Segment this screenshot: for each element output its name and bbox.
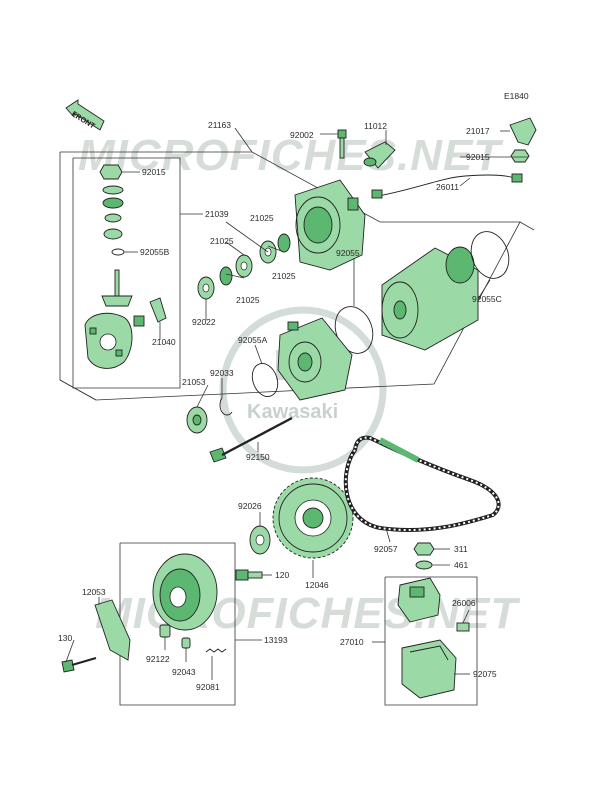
label-92055C: 92055C (472, 294, 502, 304)
label-21017: 21017 (466, 126, 490, 136)
part-21053-oil-seal (186, 406, 208, 434)
part-130-bolt (61, 657, 97, 673)
label-311: 311 (454, 544, 468, 554)
leader-lines (65, 127, 529, 680)
part-starter-yoke (381, 246, 479, 351)
label-11012: 11012 (364, 121, 387, 131)
label-92122: 92122 (146, 654, 170, 664)
label-21039: 21039 (205, 209, 229, 219)
part-92150-through-bolt (209, 416, 293, 463)
label-21025-c: 21025 (272, 271, 296, 281)
part-92055A-oring (251, 363, 279, 397)
label-92075: 92075 (473, 669, 497, 679)
label-92043: 92043 (172, 667, 196, 677)
label-92022: 92022 (192, 317, 216, 327)
part-26006-fuse (456, 622, 470, 632)
brush-assembly-outline (72, 157, 181, 389)
part-starter-front-cover (277, 317, 353, 401)
part-21040-brush-holder (133, 297, 167, 327)
part-12046-sprocket (272, 477, 354, 559)
label-92057: 92057 (374, 544, 398, 554)
label-21025-d: 21025 (236, 295, 260, 305)
label-120: 120 (275, 570, 289, 580)
part-brush-plate (84, 312, 133, 369)
part-92026-washer (249, 525, 271, 555)
part-starter-rear-cover (294, 179, 366, 271)
part-120-bolt (235, 569, 263, 581)
label-92055A: 92055A (238, 335, 268, 345)
label-92055B: 92055B (140, 247, 170, 257)
part-92081-spring (205, 648, 227, 653)
label-26006: 26006 (452, 598, 476, 608)
part-11012-terminal-cap (363, 141, 396, 169)
part-starter-relay (397, 577, 441, 623)
part-311-nut (413, 542, 435, 556)
label-461: 461 (454, 560, 468, 570)
part-92122-roller (159, 624, 171, 638)
part-92055C-oring (470, 231, 510, 279)
part-starter-clutch (152, 553, 218, 631)
label-92150: 92150 (246, 452, 270, 462)
part-92057-drive-chain (343, 435, 501, 532)
page-code: E1840 (504, 91, 529, 101)
label-130: 130 (58, 633, 72, 643)
label-92015-top: 92015 (466, 152, 490, 162)
label-92081: 92081 (196, 682, 220, 692)
part-labels: 21163 92002 11012 21017 92015 26011 9201… (58, 120, 502, 692)
label-12046: 12046 (305, 580, 329, 590)
label-92026: 92026 (238, 501, 262, 511)
part-461-washer (415, 560, 433, 570)
label-26011: 26011 (436, 182, 459, 192)
front-arrow: FRONT (65, 99, 105, 131)
label-92033: 92033 (210, 368, 234, 378)
part-92055B-oring (111, 248, 125, 256)
part-92033-circlip (219, 397, 233, 416)
part-92022-washer (197, 276, 215, 300)
part-12053-chain-guide (94, 599, 131, 661)
label-92015-left: 92015 (142, 167, 166, 177)
label-92055: 92055 (336, 248, 360, 258)
part-washer-stack (102, 185, 124, 240)
part-92015-nut-left (99, 164, 123, 180)
label-21053: 21053 (182, 377, 206, 387)
label-21025-a: 21025 (250, 213, 274, 223)
part-26011-starter-cable (371, 173, 523, 199)
starter-relay-outline (384, 576, 478, 706)
label-27010: 27010 (340, 637, 364, 647)
label-21025-b: 21025 (210, 236, 234, 246)
part-92015-nut-top (510, 149, 530, 163)
part-brush-terminal-bolt (101, 269, 133, 307)
label-13193: 13193 (264, 635, 288, 645)
label-21163: 21163 (208, 120, 231, 130)
label-12053: 12053 (82, 587, 106, 597)
label-92002: 92002 (290, 130, 314, 140)
watermark-top: MICROFICHES.NET (78, 131, 503, 180)
kawasaki-logo-text: Kawasaki (247, 401, 338, 423)
part-92043-pin (181, 637, 191, 649)
part-92075-relay-cover (401, 639, 457, 699)
label-21040: 21040 (152, 337, 176, 347)
